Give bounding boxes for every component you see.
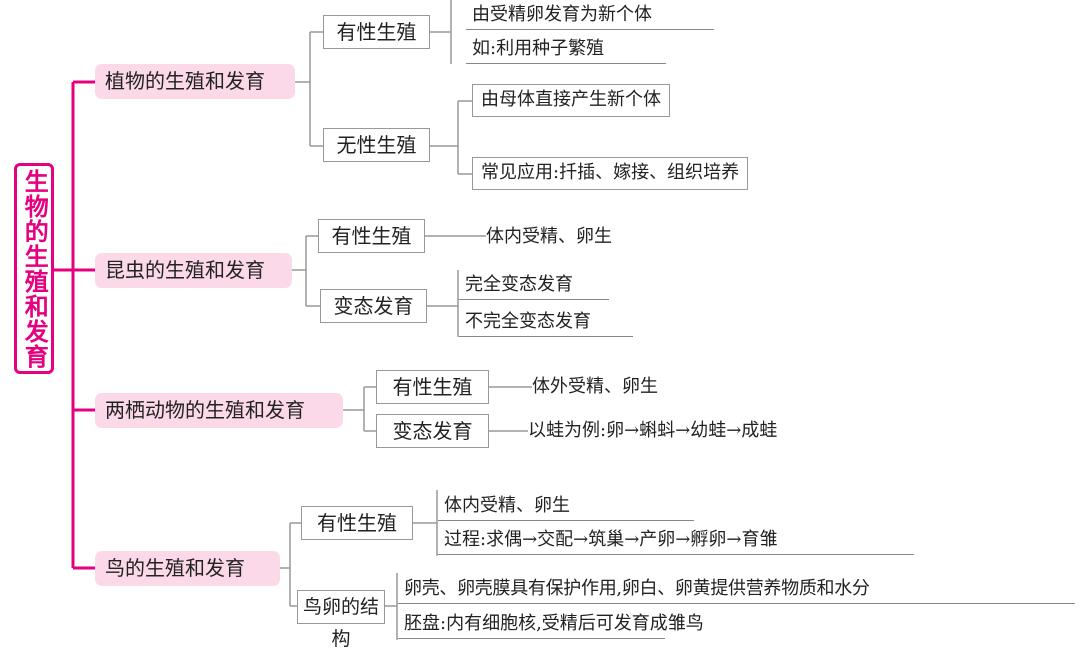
leaf-item: 由母体直接产生新个体 [472, 84, 670, 117]
leaf-item: 过程:求偶→交配→筑巢→产卵→孵卵→育雏 [438, 525, 914, 555]
birds-egg-structure: 鸟卵的结构 [297, 590, 385, 650]
birds-sexual: 有性生殖 [301, 506, 413, 540]
leaf-item: 如:利用种子繁殖 [466, 34, 666, 64]
branch-amphibians: 两栖动物的生殖和发育 [95, 393, 343, 428]
plants-sexual: 有性生殖 [323, 15, 430, 49]
leaf-item: 不完全变态发育 [459, 307, 633, 337]
leaf-item: 以蛙为例:卵→蝌蚪→幼蛙→成蛙 [528, 420, 778, 441]
leaf-item: 卵壳、卵壳膜具有保护作用,卵白、卵黄提供营养物质和水分 [398, 574, 1075, 604]
plants-asexual: 无性生殖 [323, 128, 430, 162]
insects-metamorphosis: 变态发育 [320, 289, 427, 323]
branch-birds: 鸟的生殖和发育 [95, 551, 280, 586]
amphibians-sexual: 有性生殖 [376, 370, 489, 404]
amphibians-metamorphosis: 变态发育 [376, 414, 489, 448]
branch-insects: 昆虫的生殖和发育 [95, 253, 292, 288]
leaf-item: 体外受精、卵生 [532, 376, 658, 397]
leaf-item: 体内受精、卵生 [438, 491, 694, 521]
leaf-item: 完全变态发育 [459, 270, 609, 300]
leaf-item: 胚盘:内有细胞核,受精后可发育成雏鸟 [398, 609, 704, 639]
branch-plants: 植物的生殖和发育 [95, 64, 295, 99]
leaf-item: 常见应用:扦插、嫁接、组织培养 [472, 157, 749, 190]
root-topic: 生物的生殖和发育 [14, 163, 54, 374]
leaf-item: 由受精卵发育为新个体 [466, 0, 714, 30]
insects-sexual: 有性生殖 [318, 219, 425, 253]
leaf-item: 体内受精、卵生 [486, 226, 612, 247]
